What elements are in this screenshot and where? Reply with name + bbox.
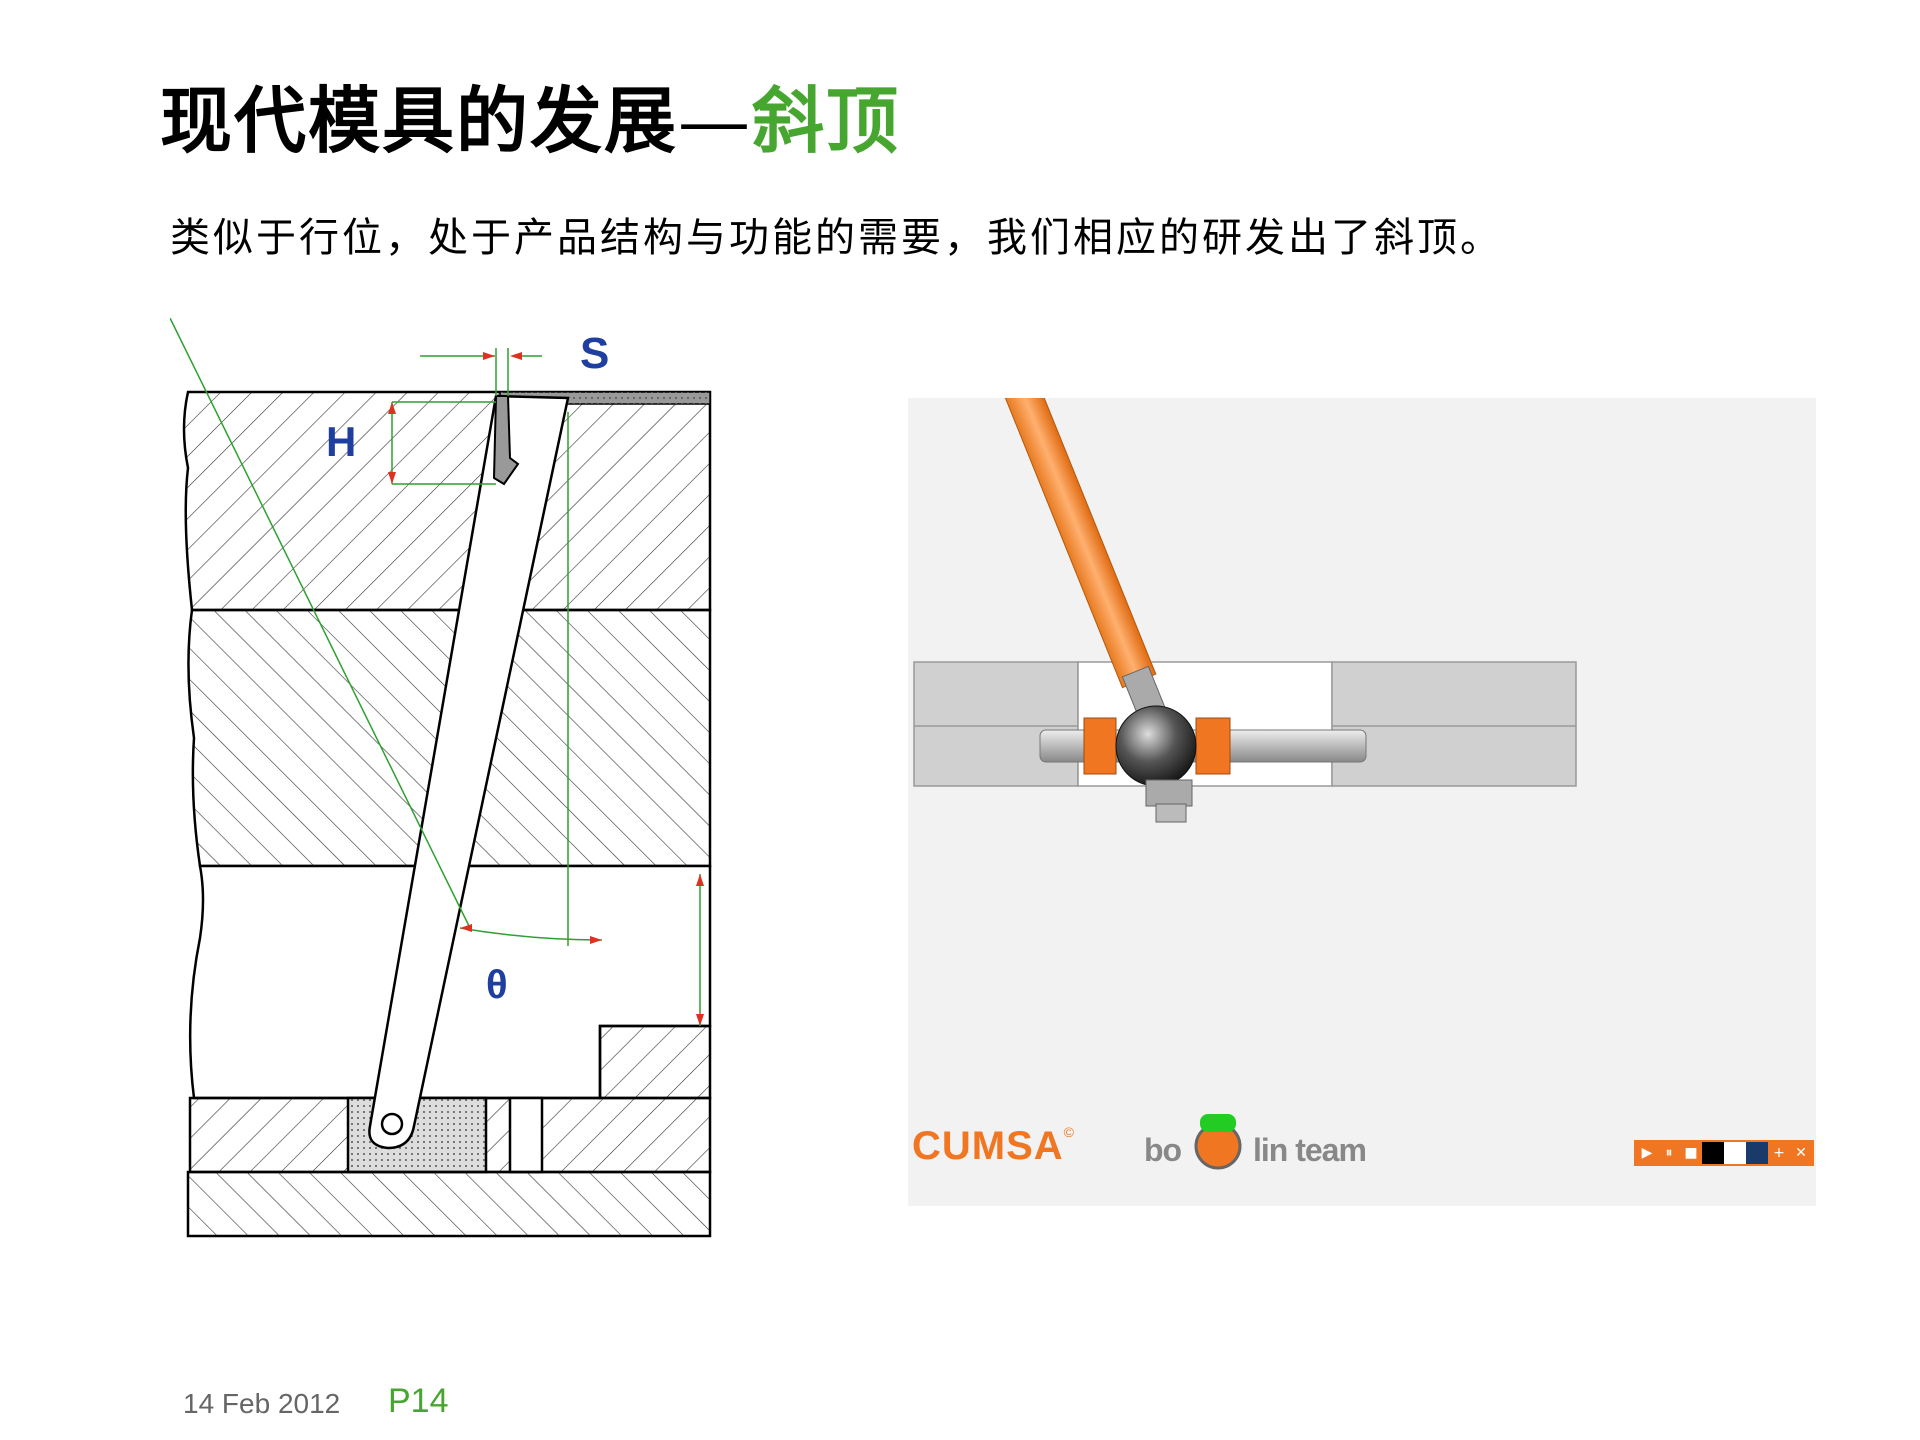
label-h: H	[326, 418, 356, 465]
title-highlight: 斜顶	[752, 78, 901, 163]
stop-icon[interactable]: ■	[1684, 1145, 1698, 1161]
title-main: 现代模具的发展	[160, 78, 679, 163]
playback-controls: ▶ ⏸ ■ + ✕	[1634, 1140, 1814, 1166]
title-dash: —	[678, 79, 753, 163]
slide-subtitle: 类似于行位，处于产品结构与功能的需要，我们相应的研发出了斜顶。	[170, 215, 1503, 261]
lifter-animation-frame[interactable]: CUMSA© bo lin team ▶ ⏸ ■ + ✕	[908, 398, 1816, 1206]
orange-rod	[1001, 398, 1157, 689]
color-white-icon[interactable]	[1724, 1142, 1746, 1164]
play-icon[interactable]: ▶	[1641, 1145, 1653, 1161]
color-blue-icon[interactable]	[1746, 1142, 1768, 1164]
ball-joint	[1115, 705, 1197, 787]
bolin-logo-icon	[1194, 1114, 1242, 1170]
lifter-rod	[368, 394, 570, 1150]
bushing-right	[1195, 717, 1231, 775]
cumsa-logo: CUMSA©	[912, 1124, 1075, 1168]
label-s: S	[580, 329, 609, 378]
bottom-bolt	[1155, 803, 1187, 823]
pin-hole	[380, 1112, 404, 1136]
zoom-icon[interactable]: +	[1773, 1145, 1785, 1161]
bolin-logo-text-bo: bo	[1144, 1132, 1182, 1168]
slide-title: 现代模具的发展—斜顶	[160, 62, 900, 167]
housing-left	[913, 661, 1079, 787]
guide-slot	[508, 1096, 544, 1174]
pause-icon[interactable]: ⏸	[1658, 1142, 1680, 1164]
lifter-cross-section-drawing: S H θ	[169, 317, 720, 1248]
step-block	[598, 1024, 712, 1100]
housing-right	[1331, 661, 1577, 787]
bolin-logo-text-lin: lin team	[1253, 1132, 1367, 1168]
page-number: P14	[388, 1382, 449, 1420]
top-plate	[182, 390, 712, 612]
dimension-arrows	[388, 352, 704, 1026]
bottom-plate	[186, 1170, 712, 1238]
color-black-icon[interactable]	[1702, 1142, 1724, 1164]
footer-date: 14 Feb 2012	[183, 1388, 341, 1419]
bottom-nut	[1145, 779, 1193, 807]
bushing-left	[1083, 717, 1117, 775]
dimension-lines	[169, 317, 701, 1026]
close-icon[interactable]: ✕	[1795, 1145, 1807, 1161]
label-theta: θ	[486, 963, 508, 1007]
